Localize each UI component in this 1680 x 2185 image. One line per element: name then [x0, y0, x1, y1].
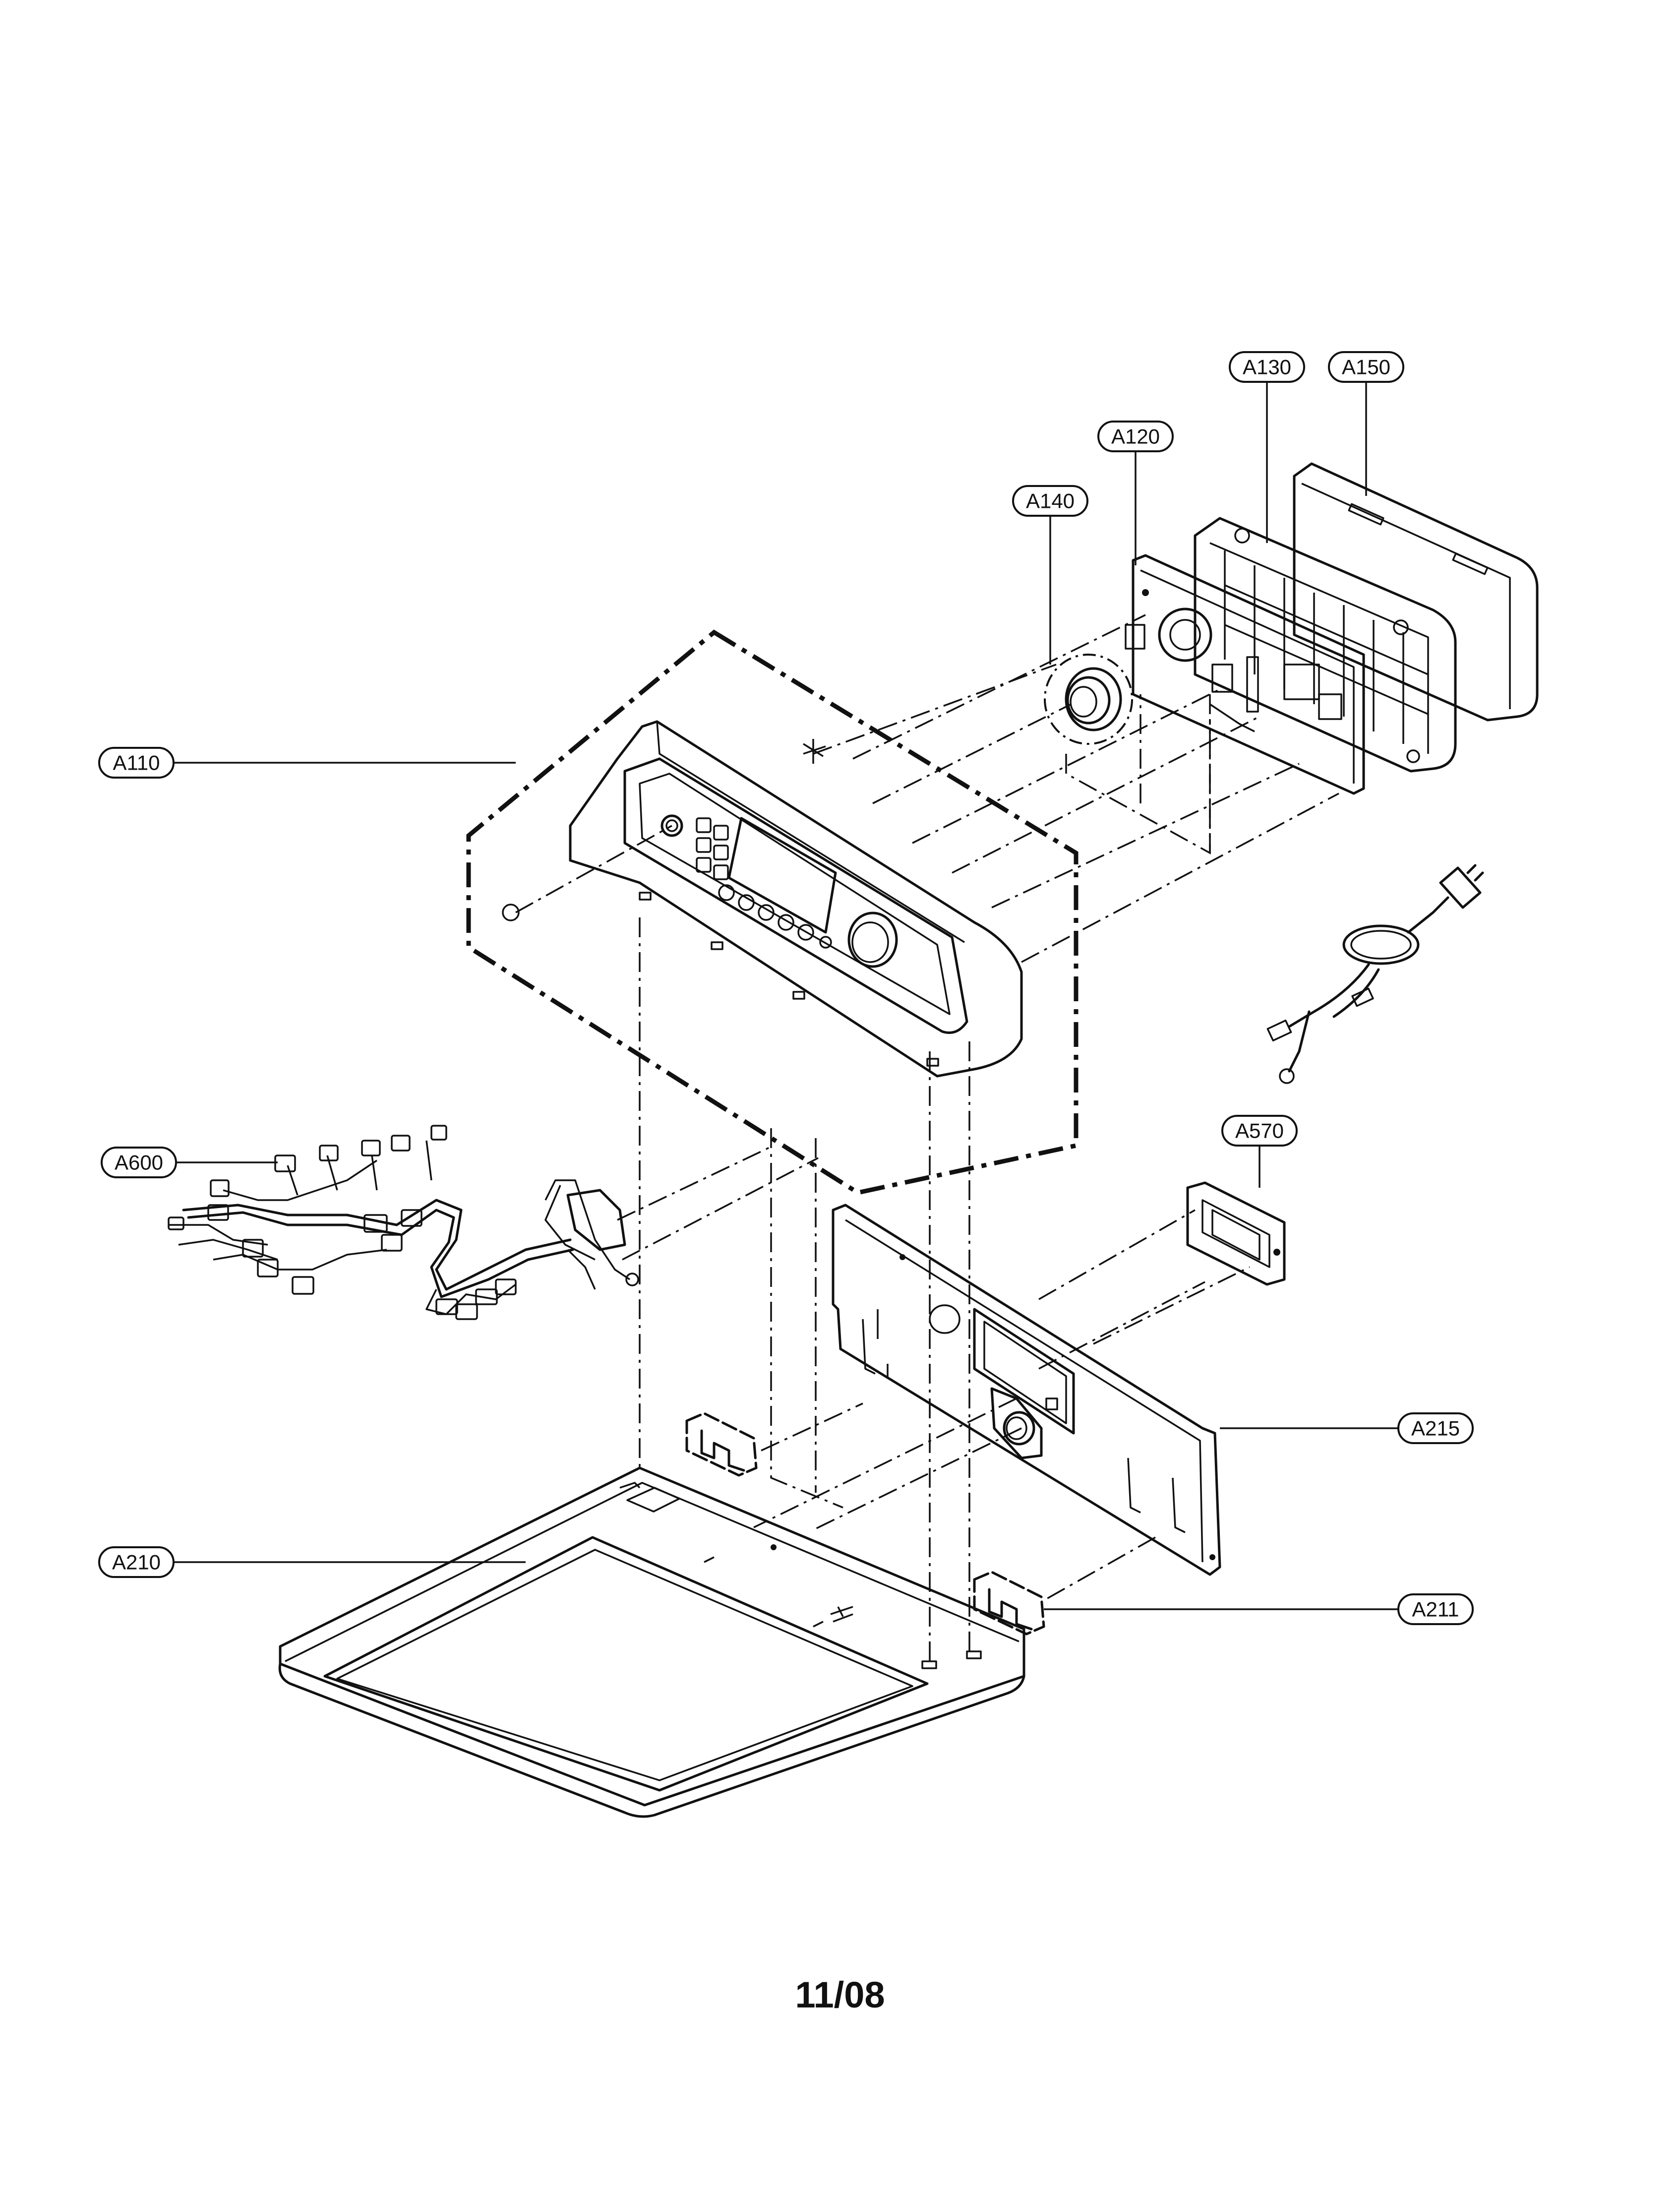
- callout-a140: A140: [1012, 485, 1088, 517]
- part-a140-knob: [1044, 654, 1133, 745]
- callout-a120-label: A120: [1111, 425, 1160, 448]
- callout-a130: A130: [1229, 351, 1305, 383]
- callout-a570: A570: [1221, 1115, 1298, 1147]
- callout-a140-label: A140: [1026, 489, 1075, 513]
- part-a600-wire-harness: [168, 1125, 639, 1320]
- callout-a600-label: A600: [115, 1151, 163, 1174]
- callout-leaders: [174, 382, 1398, 1610]
- callout-a130-label: A130: [1243, 356, 1291, 379]
- power-cord: [1266, 864, 1484, 1084]
- callout-a150-label: A150: [1342, 356, 1390, 379]
- revision-date: 11/08: [795, 1974, 885, 2015]
- part-a130-housing: [1194, 517, 1457, 773]
- callout-a110-label: A110: [113, 751, 160, 775]
- callout-a211-label: A211: [1412, 1598, 1459, 1621]
- callout-a215: A215: [1397, 1412, 1474, 1444]
- callout-a600: A600: [101, 1147, 177, 1178]
- callout-a210-label: A210: [112, 1551, 161, 1574]
- callout-a210: A210: [98, 1546, 175, 1578]
- callout-a110: A110: [98, 747, 175, 779]
- part-a110-control-panel: [466, 629, 1079, 1195]
- part-a215-rear-panel: [832, 1204, 1221, 1576]
- callout-a215-label: A215: [1411, 1417, 1460, 1440]
- part-a120-pcb: [1125, 554, 1365, 795]
- explosion-lines-lower: [617, 917, 1250, 1664]
- callout-a211: A211: [1397, 1593, 1474, 1625]
- callout-a150: A150: [1328, 351, 1404, 383]
- part-a150-cover: [1293, 462, 1539, 722]
- callout-a120: A120: [1097, 421, 1174, 452]
- part-a570-plate: [1186, 1181, 1286, 1286]
- explosion-lines-upper: [515, 614, 1339, 963]
- part-a210-top-frame: [278, 1466, 1025, 1818]
- callout-a570-label: A570: [1235, 1119, 1284, 1143]
